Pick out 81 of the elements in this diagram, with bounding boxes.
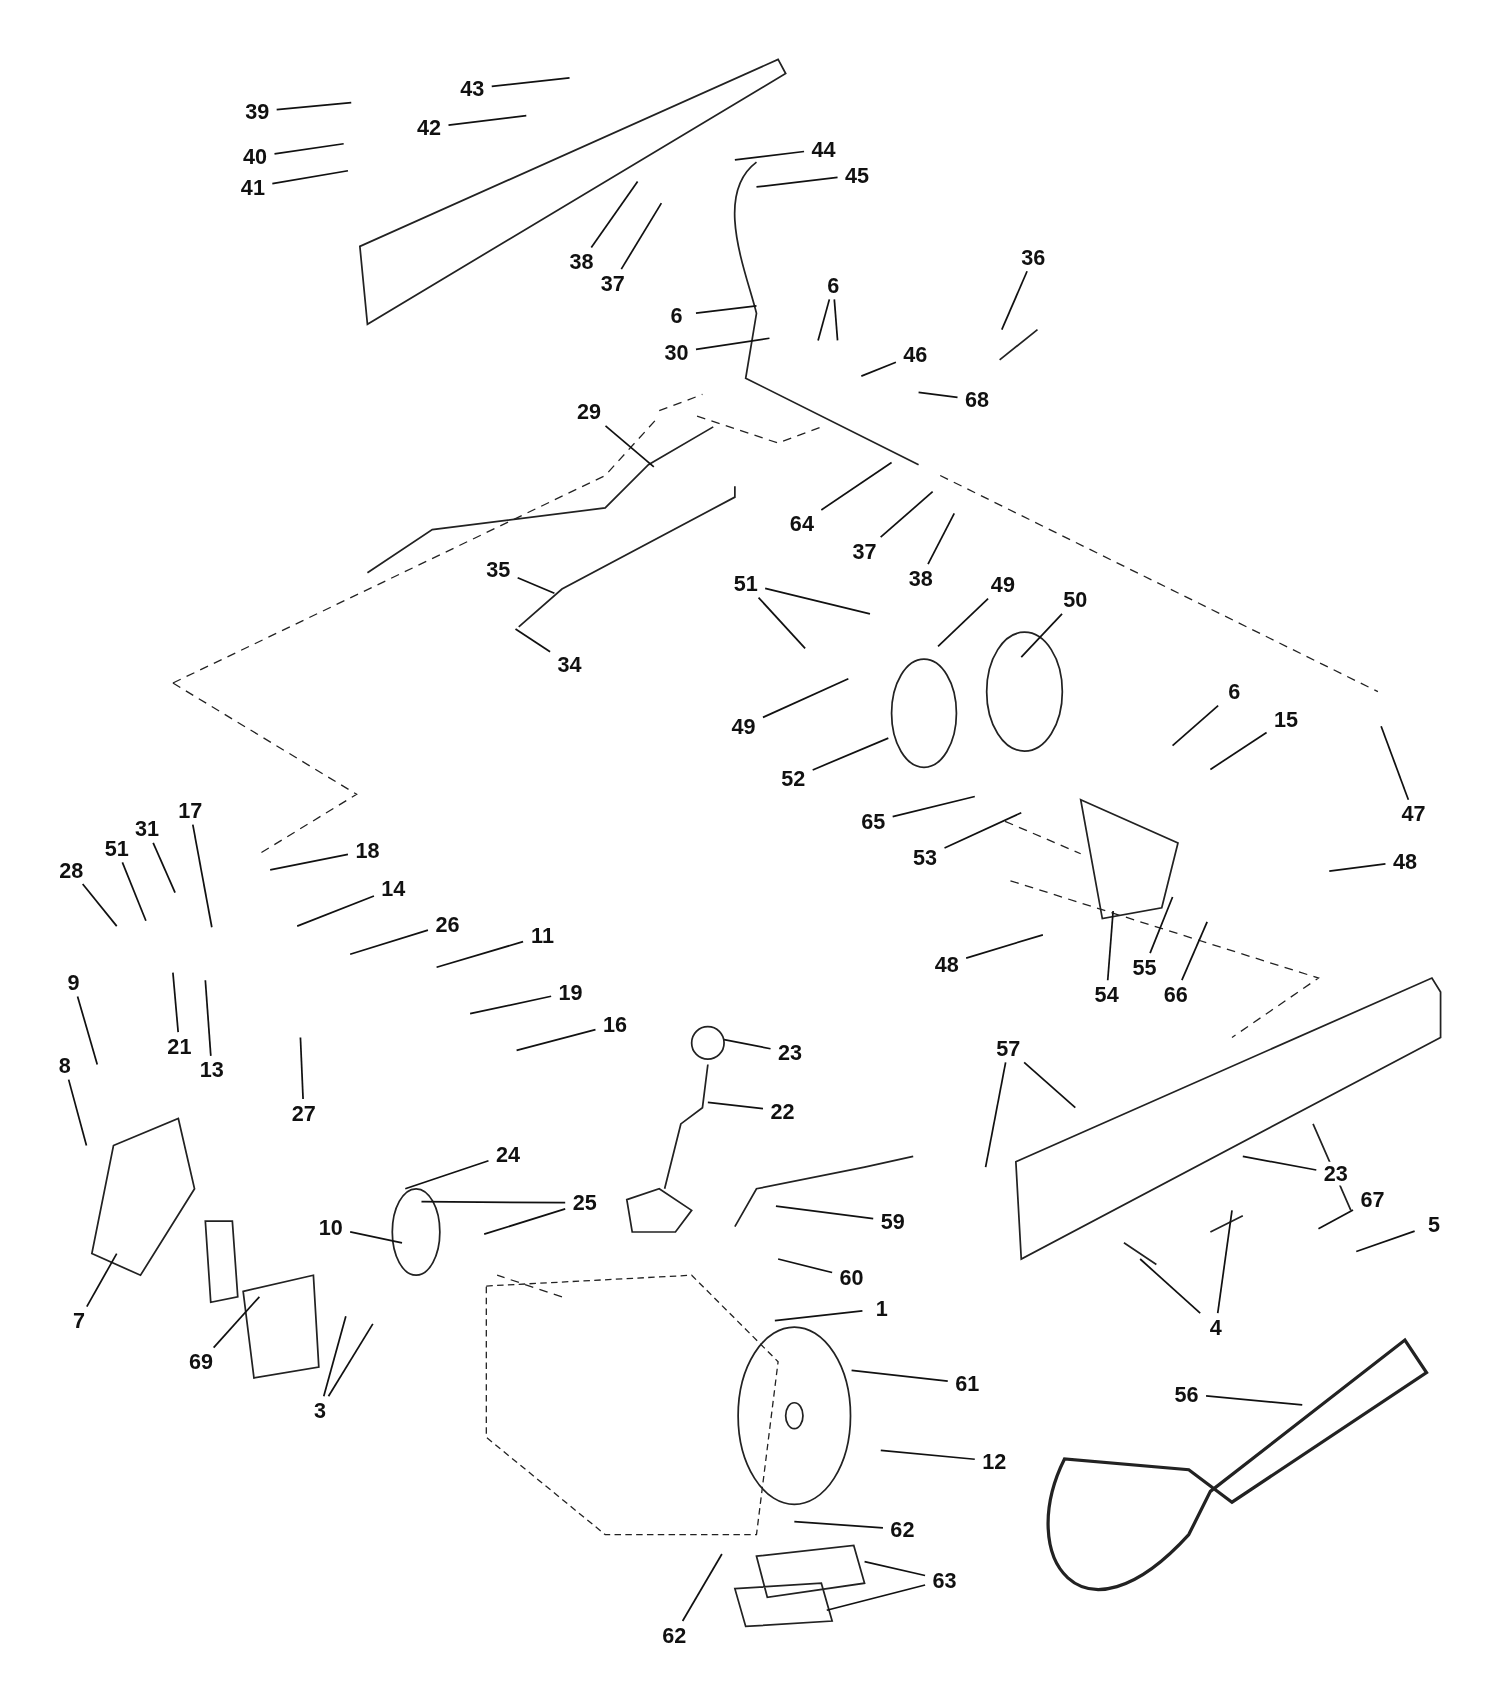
leader-line — [1106, 910, 1114, 982]
leader-line — [85, 1252, 118, 1308]
leader-line — [273, 142, 345, 155]
leader-line — [515, 1028, 597, 1052]
leader-line — [762, 677, 850, 719]
leader-line — [349, 929, 429, 956]
leader-line — [825, 1584, 926, 1612]
leader-line — [850, 1369, 949, 1382]
leader-line — [271, 169, 349, 185]
leader-line — [469, 995, 553, 1015]
leader-line — [984, 1061, 1007, 1169]
leader-line — [943, 811, 1023, 849]
leader-line — [917, 391, 959, 399]
leader-line — [817, 298, 831, 342]
leader-line — [755, 176, 839, 188]
leader-line — [774, 1310, 864, 1322]
leader-line — [172, 971, 180, 1033]
leader-line — [152, 842, 176, 894]
leader-line — [121, 861, 147, 922]
leader-line — [299, 1036, 304, 1100]
leader-line — [681, 1553, 723, 1622]
leader-line — [1328, 862, 1387, 872]
leader-line — [777, 1258, 833, 1274]
leader-line — [483, 1208, 567, 1236]
leader-line — [927, 512, 956, 565]
leader-line — [695, 337, 771, 351]
leader-line — [620, 202, 663, 270]
leader-line — [1171, 704, 1219, 747]
leader-line — [965, 933, 1044, 959]
leader-line — [775, 1205, 875, 1220]
leader-line — [879, 490, 934, 538]
leader-line — [1181, 920, 1208, 982]
leader-line — [734, 150, 805, 161]
leader-line — [723, 1038, 772, 1050]
leader-line — [757, 596, 806, 650]
leader-line — [793, 1520, 884, 1529]
leader-line — [811, 737, 890, 771]
leader-line — [707, 1101, 764, 1110]
leader-line — [1139, 1258, 1202, 1314]
leader-line — [269, 853, 349, 871]
leader-line — [490, 76, 571, 88]
leader-line — [404, 1159, 490, 1190]
leader-line — [81, 883, 118, 928]
leader-line — [891, 795, 976, 818]
leader-line — [1241, 1155, 1318, 1171]
leader-line — [1205, 1395, 1304, 1406]
leader-line — [1380, 725, 1410, 801]
leader-line — [204, 979, 212, 1057]
leader-line — [1000, 270, 1028, 331]
leader-line — [1149, 896, 1174, 955]
leader-line — [590, 180, 639, 249]
leader-line — [820, 461, 893, 511]
leader-line — [435, 940, 524, 969]
leader-line — [322, 1315, 347, 1398]
leader-line — [879, 1449, 976, 1461]
leader-line — [275, 101, 353, 111]
leader-line — [67, 1078, 88, 1147]
leader-line — [212, 1295, 261, 1349]
leader-line — [863, 1560, 926, 1577]
leader-line — [1020, 612, 1063, 658]
leader-line — [1023, 1061, 1077, 1109]
leader-line — [764, 587, 871, 615]
leader-line — [76, 995, 99, 1066]
leader-line — [695, 304, 758, 315]
leader-line — [514, 628, 551, 653]
leader-line — [191, 823, 213, 929]
leader-line — [937, 597, 989, 648]
leader-line — [296, 895, 375, 928]
leader-line — [1216, 1209, 1233, 1314]
leader-line — [860, 361, 897, 377]
leader-line — [447, 114, 528, 126]
leader-line — [516, 576, 556, 595]
leader-line — [1355, 1230, 1416, 1253]
leader-line — [1209, 731, 1268, 771]
leader-line — [327, 1323, 374, 1398]
leader-line — [349, 1230, 403, 1244]
leader-line — [1317, 1209, 1354, 1230]
leader-line — [420, 1200, 567, 1204]
leader-line — [604, 424, 655, 468]
leader-line — [833, 298, 839, 342]
callout-number: 23 — [1321, 1161, 1350, 1186]
